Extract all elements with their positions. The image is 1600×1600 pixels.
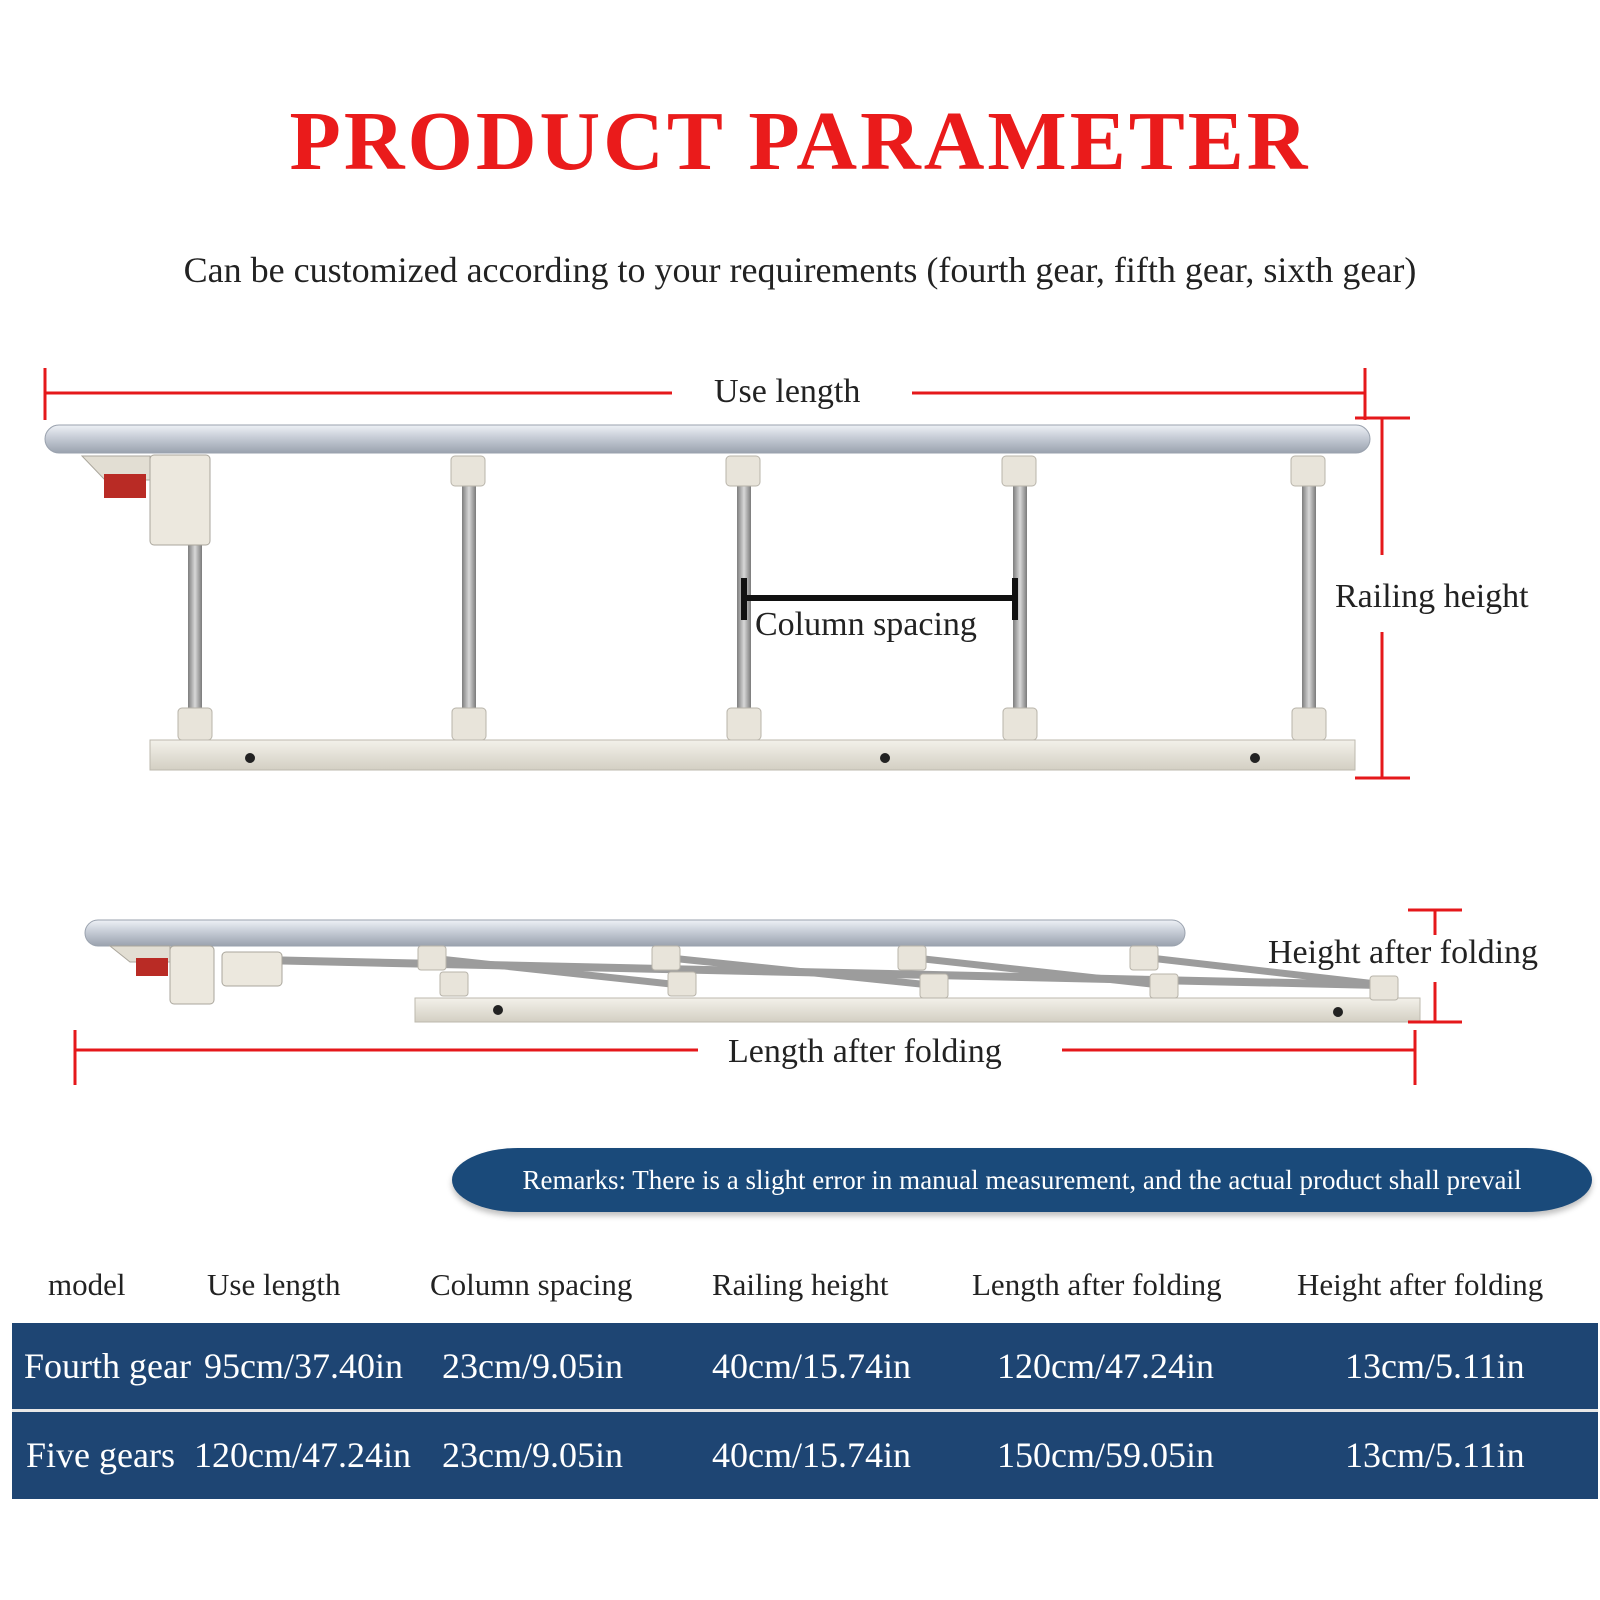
- table-row: Five gears 120cm/47.24in 23cm/9.05in 40c…: [12, 1412, 1598, 1498]
- height-after-folding-dimension: [1408, 908, 1462, 1024]
- parameter-table: Fourth gear 95cm/37.40in 23cm/9.05in 40c…: [12, 1323, 1598, 1499]
- page-title: PRODUCT PARAMETER: [289, 95, 1311, 188]
- table-row: Fourth gear 95cm/37.40in 23cm/9.05in 40c…: [12, 1323, 1598, 1409]
- pole-bracket: [726, 707, 762, 741]
- column-spacing-label: Column spacing: [755, 605, 977, 645]
- table-cell: 150cm/59.05in: [997, 1435, 1214, 1475]
- column-header-model: model: [48, 1267, 126, 1302]
- table-cell: 120cm/47.24in: [194, 1435, 411, 1475]
- column-header-length-after-folding: Length after folding: [972, 1267, 1222, 1302]
- row-divider: [12, 1409, 1598, 1412]
- table-cell: 40cm/15.74in: [712, 1435, 911, 1475]
- use-length-label: Use length: [714, 373, 861, 410]
- base-bar: [149, 739, 1356, 771]
- table-cell: 120cm/47.24in: [997, 1346, 1214, 1386]
- latch-red-button: [104, 474, 146, 498]
- table-cell: 23cm/9.05in: [442, 1346, 623, 1386]
- pole-bracket: [450, 455, 486, 487]
- unfolded-rail: [44, 424, 1371, 771]
- pole-bracket: [1290, 455, 1326, 487]
- pole-bracket: [1291, 707, 1327, 741]
- pole-bracket: [725, 455, 761, 487]
- bed-rail-diagram: [43, 368, 1462, 1085]
- page-subtitle: Can be customized according to your requ…: [183, 250, 1417, 290]
- folded-base-bar: [414, 997, 1421, 1023]
- table-cell: 95cm/37.40in: [204, 1346, 403, 1386]
- table-header: model Use length Column spacing Railing …: [12, 1250, 1598, 1320]
- column-spacing-dimension: [741, 578, 1018, 620]
- rail-pole: [462, 480, 476, 715]
- remarks-banner: Remarks: There is a slight error in manu…: [452, 1148, 1592, 1212]
- use-length-dimension: [43, 368, 1367, 420]
- rail-pole: [1302, 480, 1316, 715]
- folded-latch-red-button: [136, 958, 168, 976]
- pole-bracket: [1001, 455, 1037, 487]
- table-cell: 40cm/15.74in: [712, 1346, 911, 1386]
- pole-bracket: [451, 707, 487, 741]
- pole-bracket: [1002, 707, 1038, 741]
- table-cell-model: Five gears: [26, 1435, 175, 1475]
- railing-height-dimension: [1355, 416, 1410, 780]
- column-header-height-after-folding: Height after folding: [1297, 1267, 1544, 1302]
- table-cell: 23cm/9.05in: [442, 1435, 623, 1475]
- folded-rail: [84, 919, 1421, 1023]
- screw-hole: [1250, 753, 1260, 763]
- top-tube: [44, 424, 1371, 454]
- length-after-folding-label: Length after folding: [728, 1033, 1002, 1070]
- table-cell-model: Fourth gear: [24, 1346, 191, 1386]
- rail-pole: [1013, 480, 1027, 715]
- column-header-use-length: Use length: [207, 1267, 341, 1302]
- latch-housing: [149, 454, 211, 546]
- column-header-column-spacing: Column spacing: [430, 1267, 633, 1302]
- folded-top-tube: [84, 919, 1186, 947]
- height-after-folding-label: Height after folding: [1268, 934, 1539, 971]
- rail-pole: [188, 540, 202, 715]
- pole-bracket: [177, 707, 213, 741]
- column-header-railing-height: Railing height: [712, 1267, 889, 1302]
- screw-hole: [880, 753, 890, 763]
- table-cell: 13cm/5.11in: [1345, 1435, 1525, 1475]
- screw-hole: [245, 753, 255, 763]
- length-after-folding-dimension: [73, 1030, 1417, 1085]
- table-cell: 13cm/5.11in: [1345, 1346, 1525, 1386]
- railing-height-label: Railing height: [1335, 578, 1529, 615]
